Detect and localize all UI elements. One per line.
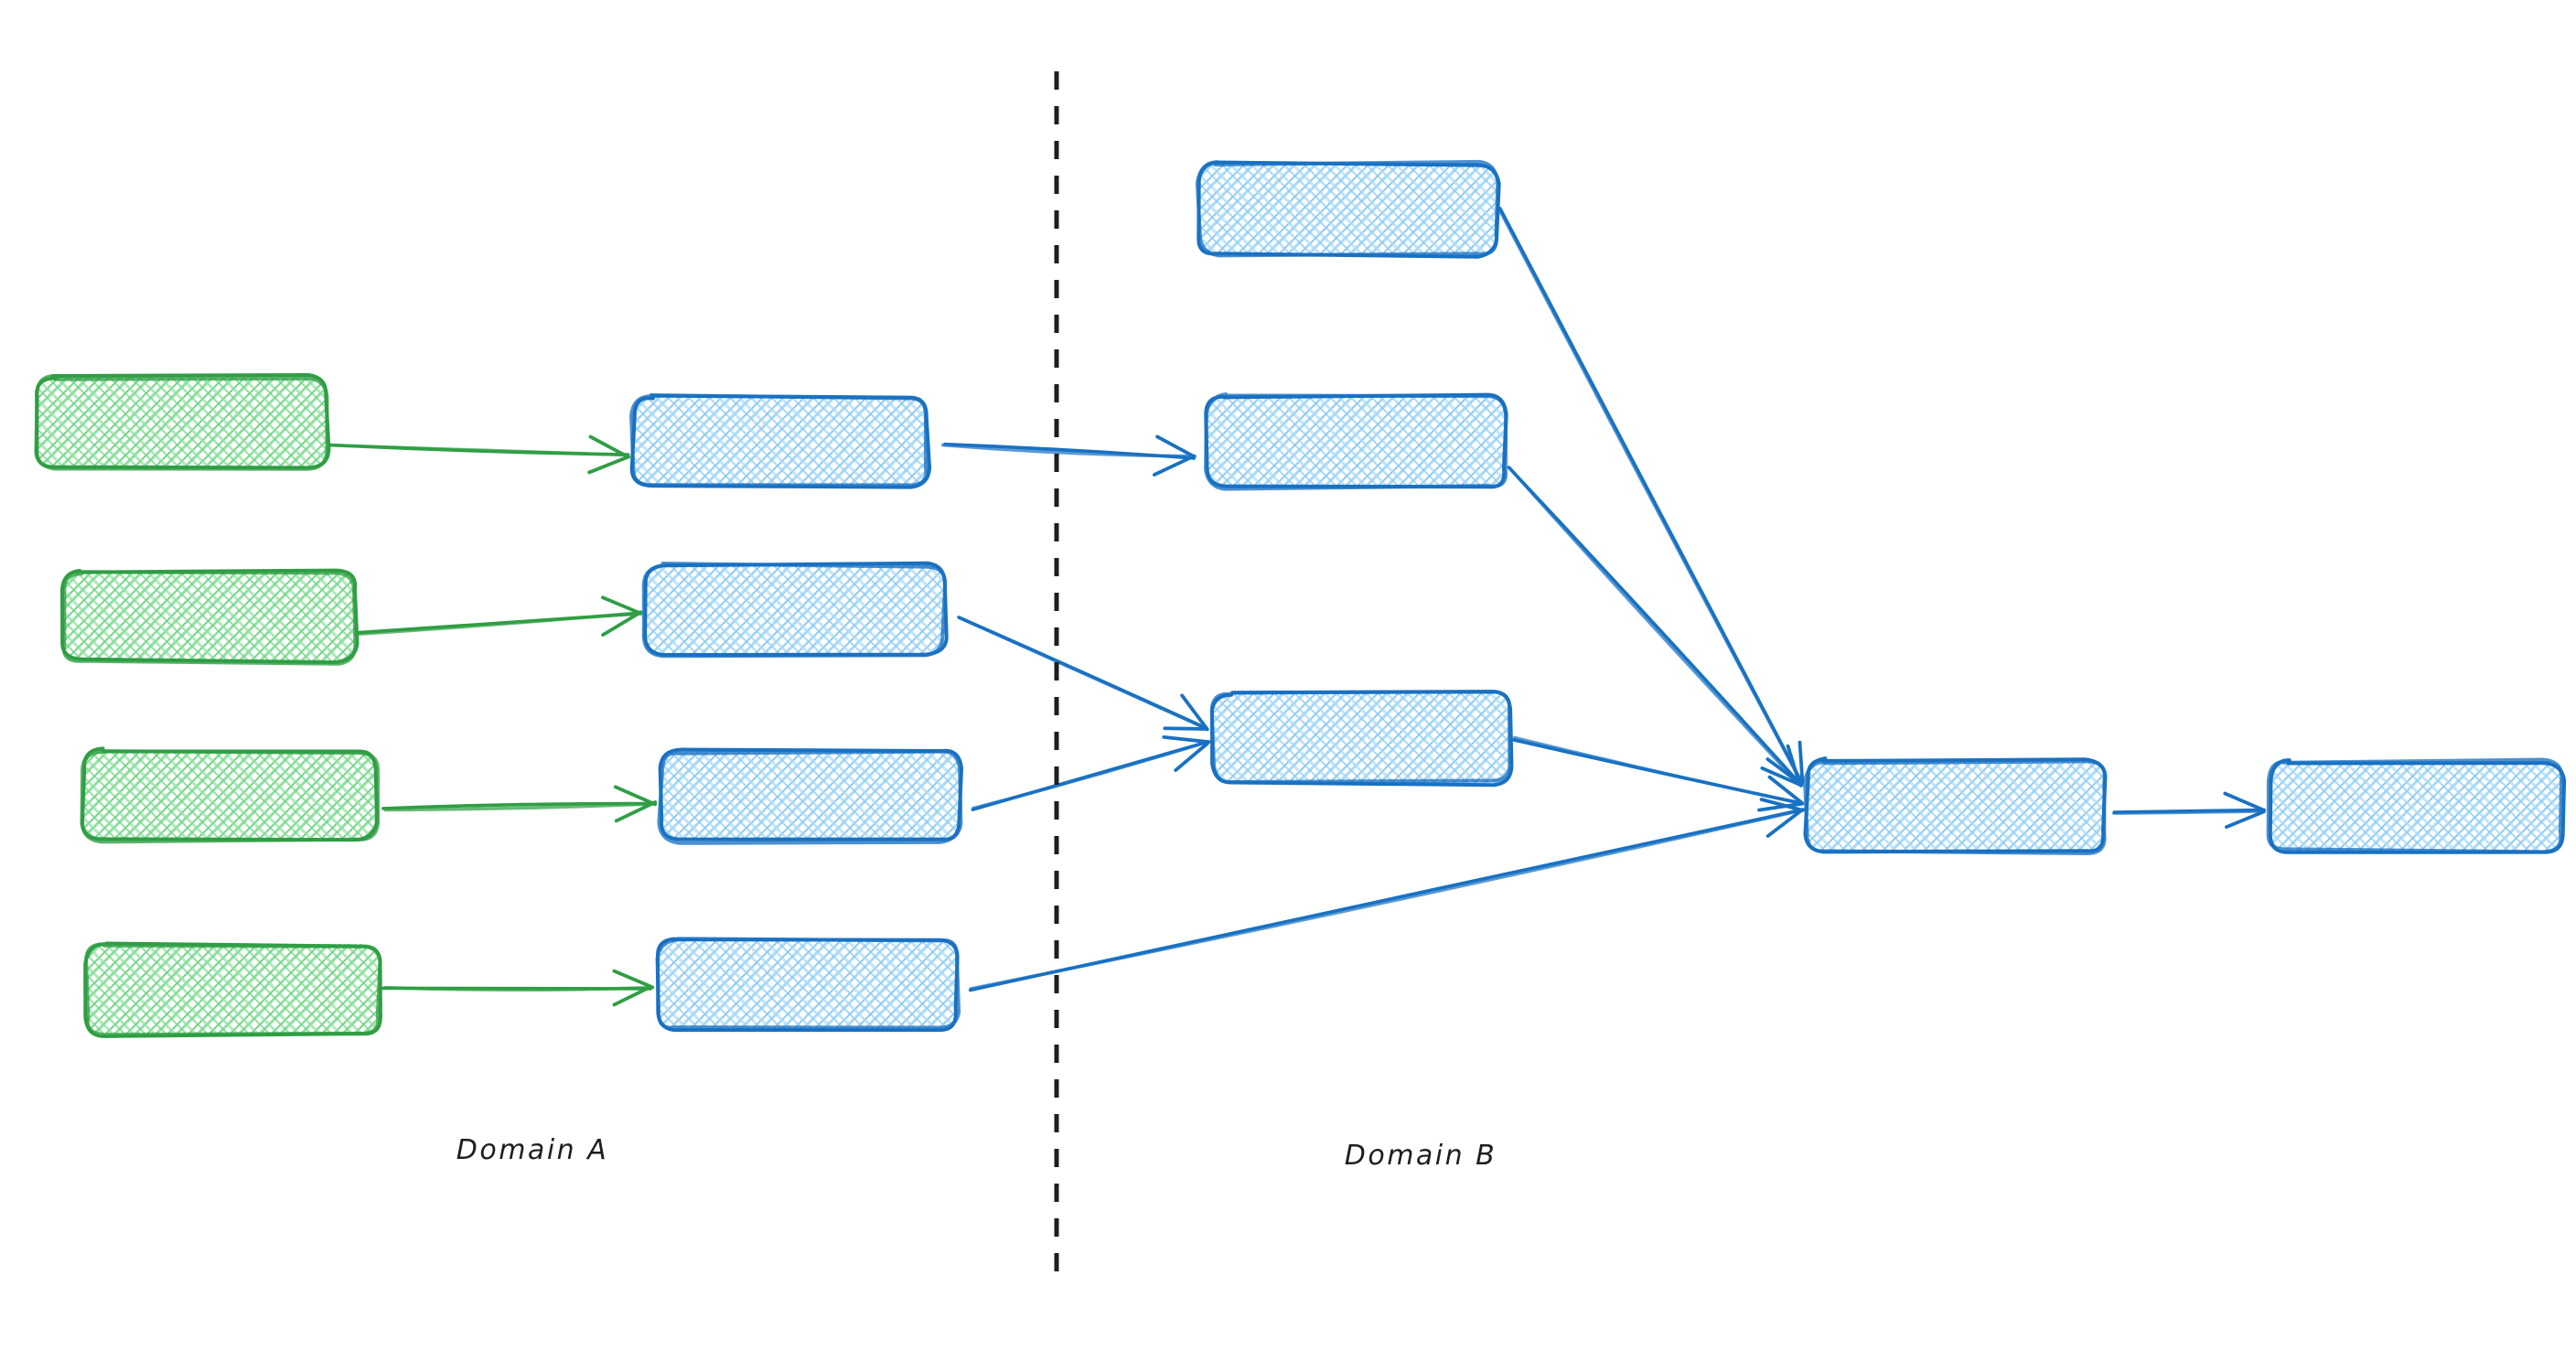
edge-arrowhead	[2223, 791, 2266, 812]
edge-e-b2-c3[interactable]	[957, 616, 1209, 732]
edge-line	[328, 443, 629, 457]
node-b2[interactable]	[641, 561, 949, 659]
node-outline	[1195, 159, 1500, 258]
node-fill	[646, 564, 944, 654]
edge-arrowhead	[1155, 434, 1196, 458]
edge-arrowhead	[1798, 740, 1805, 784]
node-outline	[1209, 689, 1512, 785]
edge-e-a2-b2[interactable]	[356, 595, 643, 637]
node-b4[interactable]	[655, 937, 961, 1033]
node-outline	[1204, 391, 1508, 491]
node-fill	[660, 751, 959, 841]
edge-arrowhead	[1786, 744, 1801, 786]
edge-line	[958, 616, 1209, 731]
node-outline	[2266, 757, 2564, 854]
node-outline	[1803, 759, 2107, 856]
edge-line	[2111, 809, 2265, 815]
node-outline	[61, 570, 358, 666]
node-outline	[34, 374, 329, 471]
node-e1[interactable]	[2266, 757, 2567, 854]
edge-line	[1497, 207, 1804, 786]
edge-line	[383, 985, 652, 992]
edge-arrowhead	[601, 595, 643, 616]
edge-arrowhead	[1767, 775, 1804, 805]
node-outline	[655, 937, 961, 1030]
edge-e-d1-e1[interactable]	[2111, 791, 2266, 830]
node-fill	[1208, 395, 1506, 487]
edge-arrowhead	[613, 785, 658, 807]
node-outline	[84, 942, 382, 1037]
node-outline	[80, 749, 381, 844]
node-outline	[629, 393, 928, 488]
node-c1[interactable]	[1195, 159, 1501, 259]
node-fill	[86, 944, 379, 1034]
node-outline	[657, 749, 963, 845]
node-c2[interactable]	[1204, 391, 1508, 491]
edge-e-b1-c2[interactable]	[940, 434, 1197, 477]
edge-line	[971, 740, 1210, 810]
edge-e-b4-d1[interactable]	[968, 798, 1805, 992]
edge-arrowhead	[612, 985, 652, 1007]
node-fill	[1808, 761, 2106, 852]
edge-arrowhead	[1760, 766, 1804, 788]
node-b1[interactable]	[629, 393, 932, 489]
edge-arrowhead	[1163, 726, 1208, 731]
edge-arrowhead	[612, 969, 655, 990]
edge-e-b3-c3[interactable]	[971, 734, 1211, 811]
node-b3[interactable]	[657, 747, 964, 845]
edge-arrowhead	[1759, 798, 1805, 812]
edge-e-a4-b4[interactable]	[381, 969, 655, 1007]
node-fill	[633, 397, 928, 487]
node-fill	[2270, 761, 2562, 851]
edge-arrowhead	[1174, 741, 1210, 772]
node-fill	[657, 939, 957, 1029]
node-a3[interactable]	[80, 746, 381, 844]
node-fill	[84, 751, 377, 841]
edge-line	[940, 443, 1197, 458]
node-outline	[641, 562, 948, 659]
node-a4[interactable]	[83, 941, 382, 1038]
edge-arrowhead	[1162, 734, 1211, 745]
edges-layer	[327, 207, 2266, 1007]
edge-e-a3-b3[interactable]	[381, 785, 658, 823]
edge-arrowhead	[1153, 454, 1196, 477]
node-fill	[62, 572, 355, 661]
edge-arrowhead	[587, 455, 631, 475]
edge-line	[356, 611, 643, 637]
edge-line	[1508, 466, 1803, 788]
edge-arrowhead	[1766, 809, 1804, 838]
edge-line	[1512, 735, 1805, 806]
domain-a-label: Domain A	[456, 1134, 609, 1166]
nodes-layer	[34, 159, 2567, 1038]
node-c3[interactable]	[1209, 689, 1514, 788]
node-d1[interactable]	[1803, 756, 2108, 856]
domain-b-label: Domain B	[1344, 1140, 1497, 1172]
edge-e-c3-d1[interactable]	[1512, 735, 1805, 812]
edge-arrowhead	[614, 800, 658, 823]
edge-line	[383, 801, 657, 812]
node-fill	[37, 378, 327, 467]
node-fill	[1213, 693, 1511, 783]
edge-arrowhead	[2225, 809, 2266, 830]
edge-arrowhead	[601, 610, 643, 637]
edge-arrowhead	[1757, 801, 1805, 812]
node-fill	[1198, 163, 1497, 254]
edge-e-c1-d1[interactable]	[1497, 207, 1805, 787]
edge-arrowhead	[1180, 693, 1209, 732]
node-a2[interactable]	[60, 568, 360, 666]
edge-arrowhead	[588, 434, 630, 459]
edge-e-c2-d1[interactable]	[1507, 466, 1804, 788]
node-a1[interactable]	[34, 372, 331, 471]
edge-line	[969, 808, 1805, 991]
edge-e-a1-b1[interactable]	[327, 434, 631, 475]
